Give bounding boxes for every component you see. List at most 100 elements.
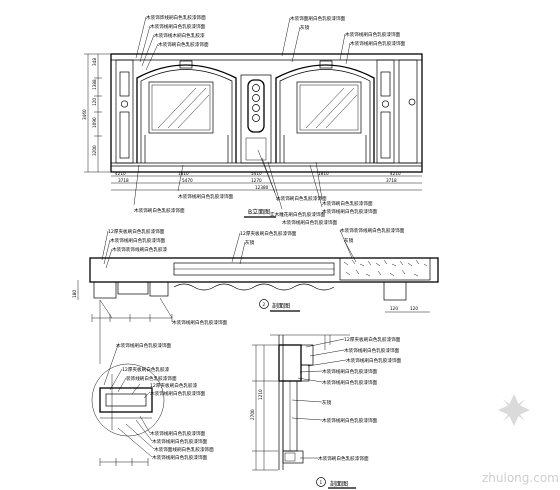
s2-callout-left-2: 木装饰线刷白色乳胶漆饰面: [110, 237, 166, 244]
detail-callout-2: 12厚夹板刷白色乳胶漆: [122, 366, 170, 373]
b-elevation: 348 1388 120 1090 3200 3460 4210 1810 54…: [82, 14, 423, 226]
detail-callout-5: 木装饰线刷白色乳胶漆饰面: [150, 390, 206, 397]
arch-right: [275, 64, 375, 163]
elevation-callouts-top: 木装饰饰线刷白色乳胶漆饰面 木装饰线刷白色乳胶漆饰面 木装饰线木刷白色乳胶漆 木…: [135, 14, 209, 71]
section2-marker: [259, 299, 269, 309]
section-1: 2700 1210 12厚夹板刷白色乳胶漆饰面 木装饰线刷白色乳胶漆饰面 木装饰…: [250, 334, 402, 489]
detail-callout-7: 木装饰线刷白色乳胶漆饰面: [152, 438, 208, 445]
section1-title: 剖面图: [330, 480, 348, 488]
detail-callout-3: 装饰线刷白色乳胶漆饰面: [126, 375, 177, 382]
dim-top-1: 4210: [115, 171, 126, 176]
pilaster-far-right: [398, 59, 418, 164]
elevation-callouts-top-right: 木装饰面刷白色乳胶漆饰面 灰镜 木装饰线刷白色乳胶漆饰面 木装饰线刷白色乳胶漆饰…: [281, 15, 406, 65]
callout-topright-3: 木装饰线刷白色乳胶漆饰面: [345, 31, 401, 38]
dim-bottom-2: 5470: [182, 178, 193, 183]
callout-topright-2: 灰镜: [300, 24, 310, 31]
callout-bottom-4: 实木雕花刷白色乳胶漆饰面: [270, 211, 326, 218]
s2-dim-right-2: 120: [410, 306, 418, 311]
s2-callout-mid-1: 12厚夹板刷白色乳胶漆饰面: [240, 230, 297, 237]
detail-callout-8: 木装饰面线刷白色乳胶漆饰面: [154, 446, 214, 453]
section2-marker-label: 2: [263, 302, 266, 307]
dim-top-3: 5410: [251, 171, 262, 176]
s1-callout-2: 木装饰线刷白色乳胶漆饰面: [344, 347, 400, 354]
callout-bottom-1: 木装饰刷白色乳胶漆饰面: [134, 207, 185, 214]
dim-top-2: 1810: [178, 171, 189, 176]
detail-callout-4: 12厚夹板刷白色乳胶漆: [150, 382, 198, 389]
s1-dim-1: 2700: [250, 409, 255, 420]
section1-cornice: [278, 344, 302, 382]
arch-left: [136, 64, 237, 163]
callout-top-4: 木装饰刷白色乳胶漆饰面: [158, 41, 209, 48]
keystone-right: [319, 60, 333, 69]
pilaster-left: [115, 59, 134, 164]
mirror-panel-right: [296, 81, 362, 134]
elevation-outline: [110, 53, 423, 173]
dim-left-5: 3200: [92, 145, 97, 156]
section-marker-elevation: [408, 98, 416, 106]
keystone-left: [179, 60, 193, 69]
callout-topright-4: 木装饰线刷白色乳胶漆饰面: [350, 40, 406, 47]
dim-bottom-1: 3718: [118, 178, 129, 183]
dim-left-4: 1090: [92, 117, 97, 128]
section2-title: 剖面图: [272, 302, 290, 310]
rosette-left: [120, 100, 129, 108]
callout-top-1: 木装饰饰线刷白色乳胶漆饰面: [146, 14, 206, 21]
s1-callout-4: 木装饰线刷白色乳胶漆饰面: [322, 368, 378, 375]
s1-callout-6: 灰镜: [322, 399, 332, 406]
dim-left-1: 348: [92, 58, 97, 66]
s2-dim-right-1: 120: [390, 306, 398, 311]
dim-left-overall: 3460: [82, 109, 87, 120]
section1-marker: [316, 477, 326, 487]
break-line: [173, 283, 335, 291]
detail-callout-9: 木装饰线刷白色乳胶漆饰面: [152, 454, 208, 461]
s2-callout-bottom: 木装饰线刷白色乳胶漆饰面: [172, 319, 228, 326]
dim-top-4: 1810: [318, 171, 329, 176]
detail-circle: [91, 363, 165, 437]
s1-dim-2: 1210: [258, 389, 263, 400]
callout-bottom-6: 木装饰刷白色乳胶漆饰面: [322, 200, 373, 207]
dim-bottom-4: 3718: [386, 178, 397, 183]
callout-topright-1: 木装饰面刷白色乳胶漆饰面: [290, 15, 346, 22]
dim-bottom-3: 1270: [251, 178, 262, 183]
svg-text:180: 180: [72, 290, 77, 298]
detail-callout-1: 木装饰线刷白色乳胶漆饰面: [116, 342, 172, 349]
s2-callout-right-2: 灰镜: [344, 237, 354, 244]
s1-callout-7: 木装饰线刷白色乳胶漆饰面: [322, 417, 378, 424]
s2-callout-mid-2: 灰镜: [245, 239, 255, 246]
elevation-callouts-bottom: 木装饰刷白色乳胶漆饰面 木装饰线刷白色乳胶漆饰面 木装饰刷白色乳胶漆饰面 实木雕…: [133, 149, 378, 226]
callout-bottom-3: 木装饰刷白色乳胶漆饰面: [276, 195, 327, 202]
detail-profile: [99, 387, 153, 413]
center-column: [240, 74, 272, 164]
s1-callout-8: 木装饰刷白色乳胶漆饰面: [318, 455, 369, 462]
detail-view: 木装饰线刷白色乳胶漆饰面 12厚夹板刷白色乳胶漆 装饰线刷白色乳胶漆饰面 12厚…: [91, 299, 214, 466]
detail-callout-6: 木装饰线刷白色乳胶漆饰面: [150, 430, 206, 437]
pilaster-right: [376, 59, 395, 164]
watermark: zhulong.com: [482, 394, 559, 485]
s1-callout-3: 木装饰线刷白色乳胶漆饰面: [346, 357, 402, 364]
s1-callout-5: 木装饰线刷白色乳胶漆饰面: [322, 379, 378, 386]
s1-callout-1: 12厚夹板刷白色乳胶漆饰面: [344, 336, 401, 343]
callout-bottom-5: 木装饰线刷白色乳胶漆饰面: [282, 219, 338, 226]
callout-bottom-2: 木装饰线刷白色乳胶漆饰面: [178, 193, 234, 200]
section2-slab: [89, 257, 439, 283]
section-2: 180 120 120 12厚夹板刷白色乳胶漆饰面 木装饰线刷白色乳胶漆饰面 木…: [72, 227, 439, 326]
rosette-right: [381, 100, 390, 108]
s2-callout-left-3: 木装饰装饰线刷白色乳胶漆: [112, 246, 168, 253]
watermark-logo: [498, 394, 530, 426]
mirror-panel-left: [148, 81, 214, 134]
carved-medallion: [247, 79, 265, 133]
callout-top-2: 木装饰线刷白色乳胶漆饰面: [150, 23, 206, 30]
dim-top-5: 4210: [390, 171, 401, 176]
dim-left-2: 1388: [92, 79, 97, 90]
s2-callout-right-1: 木装饰装饰线刷白色乳胶漆饰面: [340, 227, 405, 234]
section1-marker-label: 1: [320, 480, 323, 485]
callout-bottom-7: 木装饰线刷白色乳胶漆饰面: [322, 208, 378, 215]
s2-callout-left-1: 12厚夹板刷白色乳胶漆饰面: [108, 228, 165, 235]
watermark-text: zhulong.com: [482, 471, 559, 485]
dim-overall: 12380: [255, 185, 269, 190]
elevation-title: B立面图: [248, 208, 270, 216]
dim-left-3: 120: [92, 98, 97, 106]
callout-top-3: 木装饰线木刷白色乳胶漆: [154, 32, 205, 39]
hatched-wall: [339, 257, 431, 281]
